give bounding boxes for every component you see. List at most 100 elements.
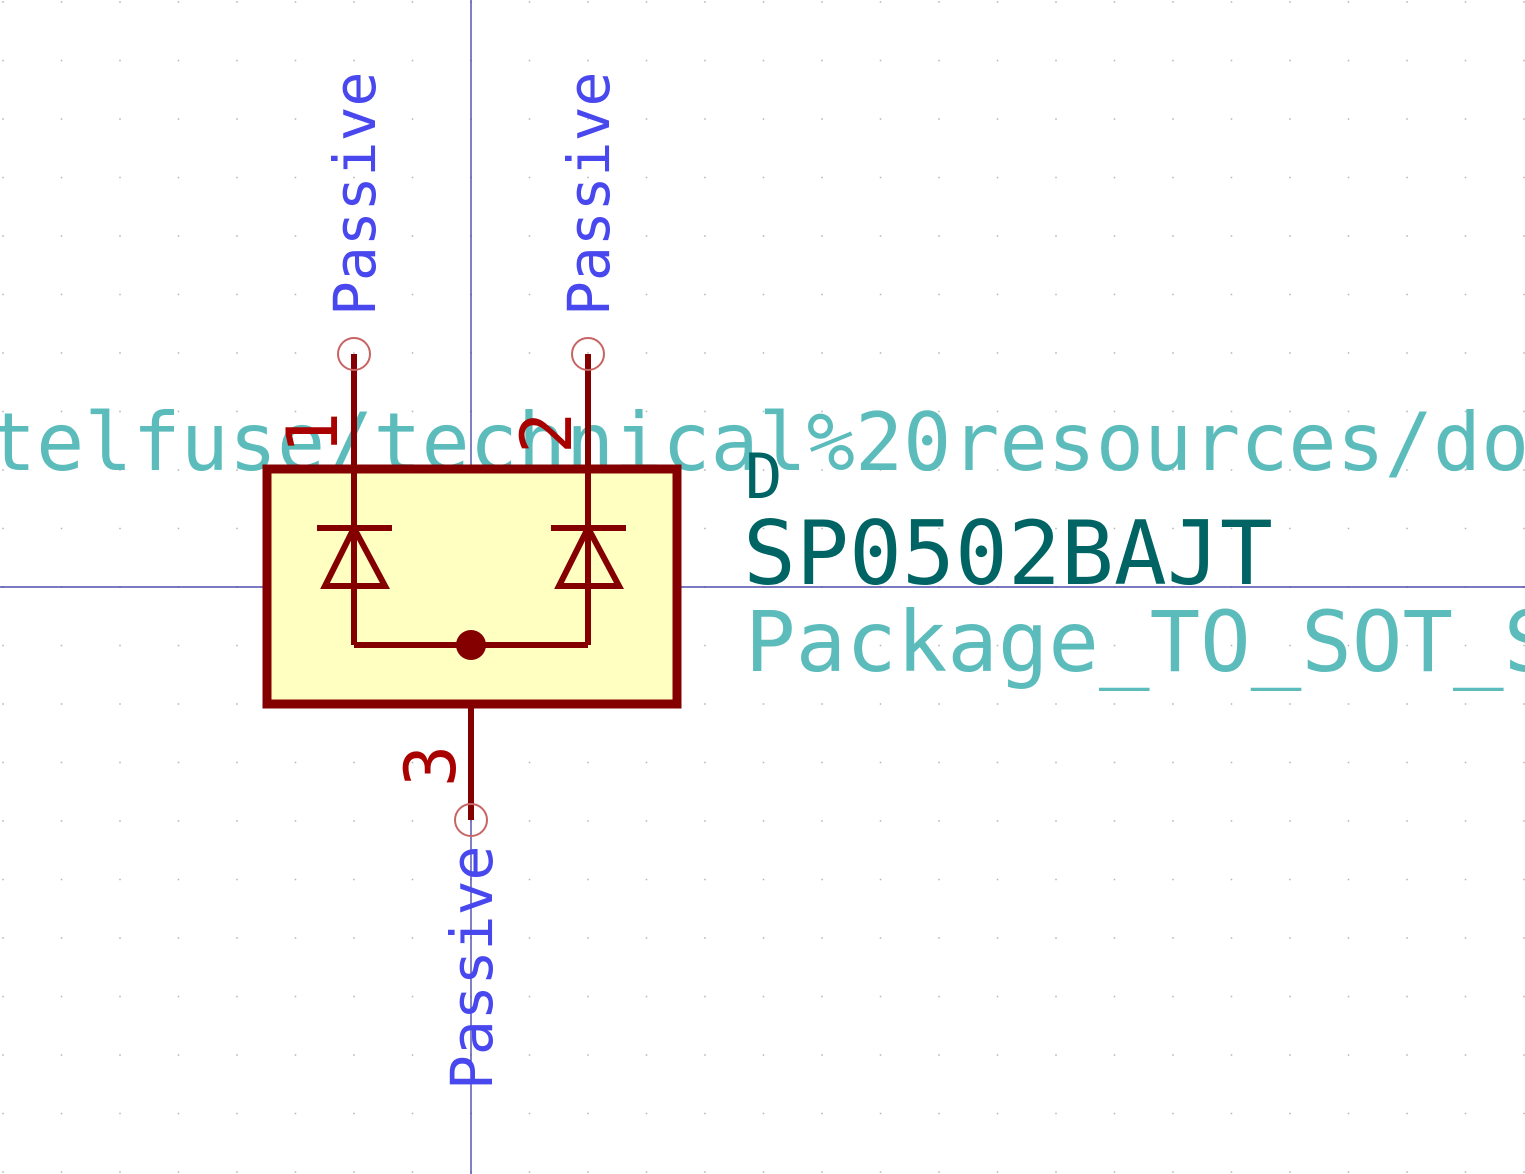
grid-dot [2, 703, 4, 705]
grid-dot [236, 527, 238, 530]
grid-dot [60, 410, 63, 413]
grid-dot [938, 1054, 940, 1056]
grid-dot [1172, 761, 1174, 764]
grid-dot [762, 878, 765, 881]
grid-dot [587, 937, 589, 939]
grid-dot [294, 937, 297, 939]
grid-dot [938, 235, 940, 237]
grid-dot [1523, 176, 1525, 179]
grid-dot [528, 176, 531, 179]
grid-dot [1172, 527, 1174, 530]
grid-dot [1055, 995, 1057, 998]
grid-dot [60, 644, 63, 647]
grid-dot [1289, 995, 1291, 998]
grid-dot [528, 59, 531, 62]
grid-dot [938, 410, 940, 413]
grid-dot [411, 995, 414, 998]
grid-dot [1055, 1112, 1057, 1115]
grid-dot [1406, 1112, 1408, 1115]
grid-dot [762, 703, 765, 705]
grid-dot [294, 118, 297, 120]
grid-dot [704, 176, 706, 179]
grid-dot [1172, 410, 1174, 413]
grid-dot [1230, 703, 1233, 705]
grid-dot [1172, 118, 1174, 120]
grid-dot [821, 410, 823, 413]
grid-dot [879, 176, 882, 179]
grid-dot [1523, 410, 1525, 413]
grid-dot [177, 59, 180, 62]
grid-dot [1289, 527, 1291, 530]
pin-2-number: 2 [506, 412, 588, 454]
grid-dot [528, 235, 531, 237]
grid-dot [60, 293, 63, 296]
grid-dot [1289, 878, 1291, 881]
grid-dot [1406, 176, 1408, 179]
grid-dot [1464, 293, 1467, 296]
grid-dot [294, 410, 297, 413]
pin-1-endpoint[interactable] [337, 337, 371, 371]
grid-dot [411, 878, 414, 881]
grid-dot [704, 1171, 706, 1173]
grid-dot [1464, 1054, 1467, 1056]
grid-dot [1347, 703, 1350, 705]
grid-dot [294, 352, 297, 354]
grid-dot [704, 937, 706, 939]
grid-dot [645, 410, 648, 413]
grid-dot [2, 1171, 4, 1173]
grid-dot [236, 176, 238, 179]
grid-dot [587, 235, 589, 237]
grid-dot [294, 878, 297, 881]
grid-dot [996, 703, 999, 705]
reference-designator[interactable]: D [745, 440, 782, 513]
grid-dot [1055, 410, 1057, 413]
grid-dot [236, 118, 238, 120]
grid-dot [1230, 937, 1233, 939]
pin-3-endpoint[interactable] [454, 803, 488, 837]
grid-dot [294, 293, 297, 296]
grid-dot [1289, 644, 1291, 647]
grid-dot [1464, 176, 1467, 179]
grid-dot [645, 937, 648, 939]
grid-dot [821, 469, 823, 471]
grid-dot [236, 410, 238, 413]
grid-dot [1055, 118, 1057, 120]
grid-dot [762, 1171, 765, 1173]
grid-dot [1230, 1112, 1233, 1115]
grid-dot [762, 1, 765, 3]
grid-dot [353, 761, 355, 764]
grid-dot [1464, 118, 1467, 120]
grid-dot [879, 410, 882, 413]
grid-dot [996, 1112, 999, 1115]
grid-dot [1230, 352, 1233, 354]
grid-dot [236, 937, 238, 939]
grid-dot [1464, 937, 1467, 939]
grid-dot [1055, 469, 1057, 471]
grid-dot [353, 235, 355, 237]
grid-dot [762, 293, 765, 296]
grid-dot [411, 176, 414, 179]
footprint-field[interactable]: Package_TO_SOT_S [745, 593, 1525, 691]
grid-dot [1406, 937, 1408, 939]
grid-dot [821, 1, 823, 3]
grid-dot [762, 1054, 765, 1056]
grid-dot [1172, 352, 1174, 354]
pin-2-endpoint[interactable] [571, 337, 605, 371]
grid-dot [704, 1054, 706, 1056]
grid-dot [1055, 293, 1057, 296]
grid-dot [353, 820, 355, 822]
pin-1-number: 1 [272, 412, 354, 454]
grid-dot [704, 878, 706, 881]
grid-dot [2, 878, 4, 881]
grid-dot [1289, 410, 1291, 413]
grid-dot [353, 118, 355, 120]
grid-dot [1230, 176, 1233, 179]
grid-dot [1347, 1171, 1350, 1173]
grid-dot [645, 352, 648, 354]
grid-dot [821, 644, 823, 647]
grid-dot [938, 878, 940, 881]
grid-dot [60, 995, 63, 998]
grid-dot [1230, 469, 1233, 471]
value-field[interactable]: SP0502BAJT [743, 502, 1273, 605]
